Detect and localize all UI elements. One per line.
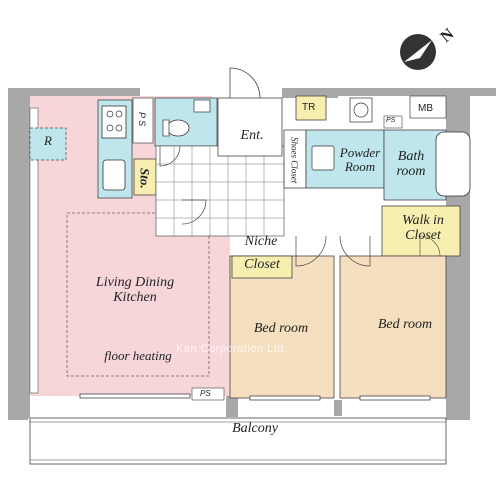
closet-box-overlay xyxy=(231,255,293,279)
toilet-sink-icon xyxy=(193,99,211,113)
washbasin-icon xyxy=(311,145,335,171)
closet-door-swing xyxy=(419,235,441,257)
meter-box xyxy=(409,95,447,119)
powder-room-label: Powder Room xyxy=(339,145,381,174)
pipe-space-top-label: P S xyxy=(137,112,147,127)
balcony-label: Balcony xyxy=(232,421,278,436)
living-white-strip xyxy=(29,107,39,394)
niche-label: Niche xyxy=(244,234,278,249)
compass-icon xyxy=(400,34,436,70)
floor-heating-label: floor heating xyxy=(104,348,172,363)
watermark-text: Ken Corporation Ltd. xyxy=(176,343,288,355)
pipe-space-right-label: PS xyxy=(386,117,396,124)
closet-label: Closet xyxy=(244,257,280,272)
bedroom-east-door-swing xyxy=(339,235,371,267)
walk-in-closet-label: Walk in Closet xyxy=(402,213,444,243)
bedroom-west-label: Bed room xyxy=(253,321,309,336)
bathtub-icon xyxy=(435,131,471,197)
r-box xyxy=(29,127,67,161)
r-box-label: R xyxy=(44,133,52,148)
trunk-room xyxy=(295,95,327,121)
windows xyxy=(79,393,431,401)
pipe-space-bottom-label: PS xyxy=(200,389,211,398)
bedroom-west xyxy=(229,255,335,399)
hallway-floor xyxy=(155,145,285,237)
bathroom-label: Bath room xyxy=(396,149,426,179)
kitchen-sink-icon xyxy=(102,159,126,191)
stove-icon xyxy=(101,105,127,139)
pipe-space-top xyxy=(132,97,154,144)
toilet-door-swing xyxy=(159,145,181,167)
bedroom-east-label: Bed room xyxy=(377,317,433,332)
storage-label: Sto. xyxy=(137,167,153,189)
entrance-label: Ent. xyxy=(240,128,264,143)
trunk-room-label: TR xyxy=(302,102,316,113)
balcony xyxy=(29,417,447,465)
living-room-label: Living Dining Kitchen xyxy=(95,275,175,305)
living-door-swing xyxy=(181,199,207,225)
washing-machine-icon xyxy=(349,97,373,123)
entrance-area xyxy=(217,97,283,157)
bedroom-east xyxy=(339,255,447,399)
toilet-icon xyxy=(166,119,190,137)
floor-heating-zone xyxy=(66,212,210,377)
walk-in-closet xyxy=(381,205,461,257)
meter-box-label: MB xyxy=(418,103,433,114)
shoes-closet-label: Shoes Closet xyxy=(289,136,300,184)
pipe-space-right xyxy=(383,115,403,129)
pipe-space-bottom xyxy=(191,387,225,401)
bedroom-west-door-swing xyxy=(295,235,327,267)
front-door-swing xyxy=(229,67,261,99)
